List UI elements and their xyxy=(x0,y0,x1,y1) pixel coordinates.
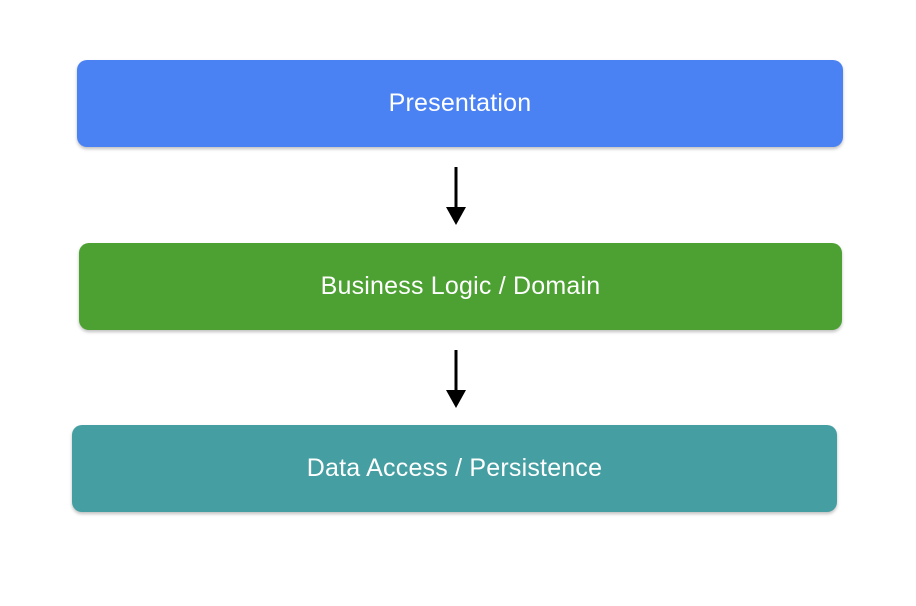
down-arrow-icon xyxy=(446,350,466,408)
layer-label-business-logic: Business Logic / Domain xyxy=(320,272,601,300)
layer-box-data-access: Data Access / Persistence xyxy=(72,425,837,512)
layer-label-presentation: Presentation xyxy=(388,89,532,117)
layer-box-business-logic: Business Logic / Domain xyxy=(79,243,842,330)
down-arrow-icon xyxy=(446,167,466,225)
layer-box-presentation: Presentation xyxy=(77,60,843,147)
layer-label-data-access: Data Access / Persistence xyxy=(306,454,603,482)
